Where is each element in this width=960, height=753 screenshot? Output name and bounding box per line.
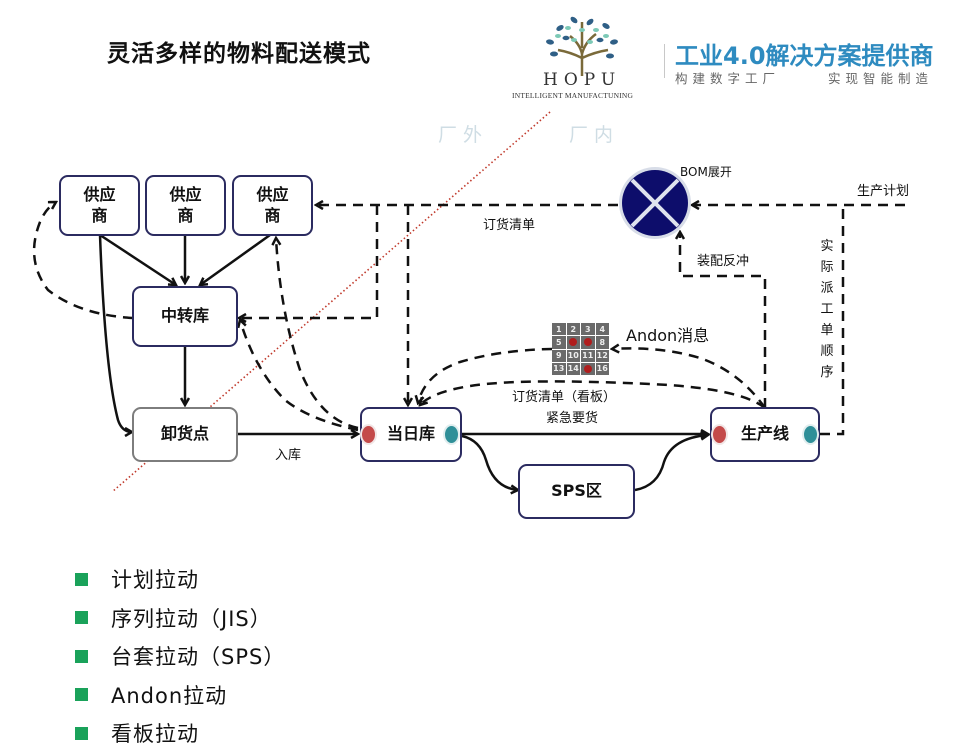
logo-divider [664, 44, 665, 78]
label-urgent-request: 紧急要货 [546, 411, 599, 426]
bullet-square-icon [75, 688, 88, 702]
label-production-plan: 生产计划 [857, 184, 910, 199]
edge-transit-supplier1-loop [32, 202, 134, 320]
edge-line-dispatch [820, 205, 845, 436]
list-item-text: 台套拉动（SPS） [111, 645, 286, 670]
node-supplier-2: 供应商 [145, 175, 226, 236]
andon-cell: 4 [595, 323, 609, 336]
andon-cell: 15 [581, 362, 595, 375]
list-item-text: 序列拉动（JIS） [111, 606, 272, 631]
edge-supplier1-unloading [98, 234, 132, 432]
subslogan-right: 实现智能制造 [828, 71, 934, 86]
zone-label-inside: 厂内 [569, 124, 620, 146]
node-label: 供应商 [256, 184, 289, 225]
edge-kanban-daily [420, 380, 766, 409]
slogan: 工业4.0解决方案提供商 [675, 42, 934, 70]
label-andon-message: Andon消息 [626, 326, 710, 345]
andon-cell: 13 [552, 362, 566, 375]
zone-label-outside: 厂外 [438, 124, 489, 146]
andon-cell: 16 [595, 362, 609, 375]
node-label: 生产线 [740, 424, 789, 444]
node-label: 供应商 [83, 184, 116, 225]
edge-daily-supplier3 [276, 238, 359, 430]
andon-cell: 1 [552, 323, 566, 336]
edge-line-andon [612, 348, 767, 409]
andon-cell: 11 [581, 349, 595, 362]
node-supplier-3: 供应商 [232, 175, 313, 236]
diagram-connectors [32, 111, 905, 720]
list-item-text: 计划拉动 [111, 568, 199, 593]
inlet-port-line [713, 426, 726, 443]
list-item-text: Andon拉动 [111, 683, 228, 708]
bullet-square-icon [75, 726, 88, 740]
label-inbound: 入库 [275, 448, 302, 463]
edge-daily-transit [240, 320, 359, 432]
list-item: 序列拉动（JIS） [75, 599, 285, 638]
node-supplier-1: 供应商 [59, 175, 140, 236]
node-transit-warehouse: 中转库 [132, 286, 238, 347]
edge-sps-line [634, 435, 708, 492]
edge-supplier3-transit [200, 233, 271, 285]
outlet-port-daily [445, 426, 458, 443]
label-actual-dispatch-order: 实际派工单顺序 [820, 239, 834, 380]
andon-cell: 12 [595, 349, 609, 362]
hopu-tree-logo-icon [546, 16, 618, 76]
node-label: 当日库 [386, 424, 435, 444]
bullet-square-icon [75, 572, 88, 586]
outlet-port-line [804, 426, 817, 443]
andon-cell: 7 [581, 336, 595, 349]
andon-cell: 3 [581, 323, 595, 336]
list-item: Andon拉动 [75, 676, 285, 715]
edge-andon-daily [418, 347, 553, 403]
node-production-line: 生产线 [710, 407, 820, 462]
label-order-list: 订货清单 [483, 218, 536, 233]
bullet-square-icon [75, 611, 88, 625]
label-assembly-backflush: 装配反冲 [697, 254, 750, 269]
edge-line-backflush [680, 232, 767, 408]
andon-cell: 9 [552, 349, 566, 362]
list-item-text: 看板拉动 [111, 722, 199, 747]
pull-mode-list: 计划拉动 序列拉动（JIS） 台套拉动（SPS） Andon拉动 看板拉动 [75, 560, 285, 753]
slide-title: 灵活多样的物料配送模式 [107, 41, 371, 67]
bom-label: BOM展开 [680, 165, 732, 179]
edge-daily-sps [461, 434, 518, 490]
list-item: 计划拉动 [75, 560, 285, 599]
edge-supplier1-transit [99, 233, 176, 285]
andon-cell: 2 [566, 323, 580, 336]
subslogan-left: 构建数字工厂 [675, 71, 781, 86]
andon-cell: 14 [566, 362, 580, 375]
bullet-square-icon [75, 649, 88, 663]
andon-cell: 8 [595, 336, 609, 349]
brand-tagline: INTELLIGENT MANUFACTUNING [512, 91, 634, 100]
brand-name: HOPU [543, 70, 622, 90]
andon-cell: 10 [566, 349, 580, 362]
inlet-port-daily [362, 426, 375, 443]
node-label: 卸货点 [160, 424, 209, 444]
node-label: SPS区 [551, 481, 602, 501]
andon-cell: 6 [566, 336, 580, 349]
list-item: 台套拉动（SPS） [75, 637, 285, 676]
node-unloading-point: 卸货点 [132, 407, 238, 462]
node-label: 供应商 [169, 184, 202, 225]
bom-expansion-icon [619, 167, 691, 239]
node-label: 中转库 [160, 306, 209, 326]
node-sps-area: SPS区 [518, 464, 635, 519]
andon-cell: 5 [552, 336, 566, 349]
factory-boundary-line [111, 111, 551, 493]
label-kanban-order: 订货清单（看板） [512, 390, 617, 405]
